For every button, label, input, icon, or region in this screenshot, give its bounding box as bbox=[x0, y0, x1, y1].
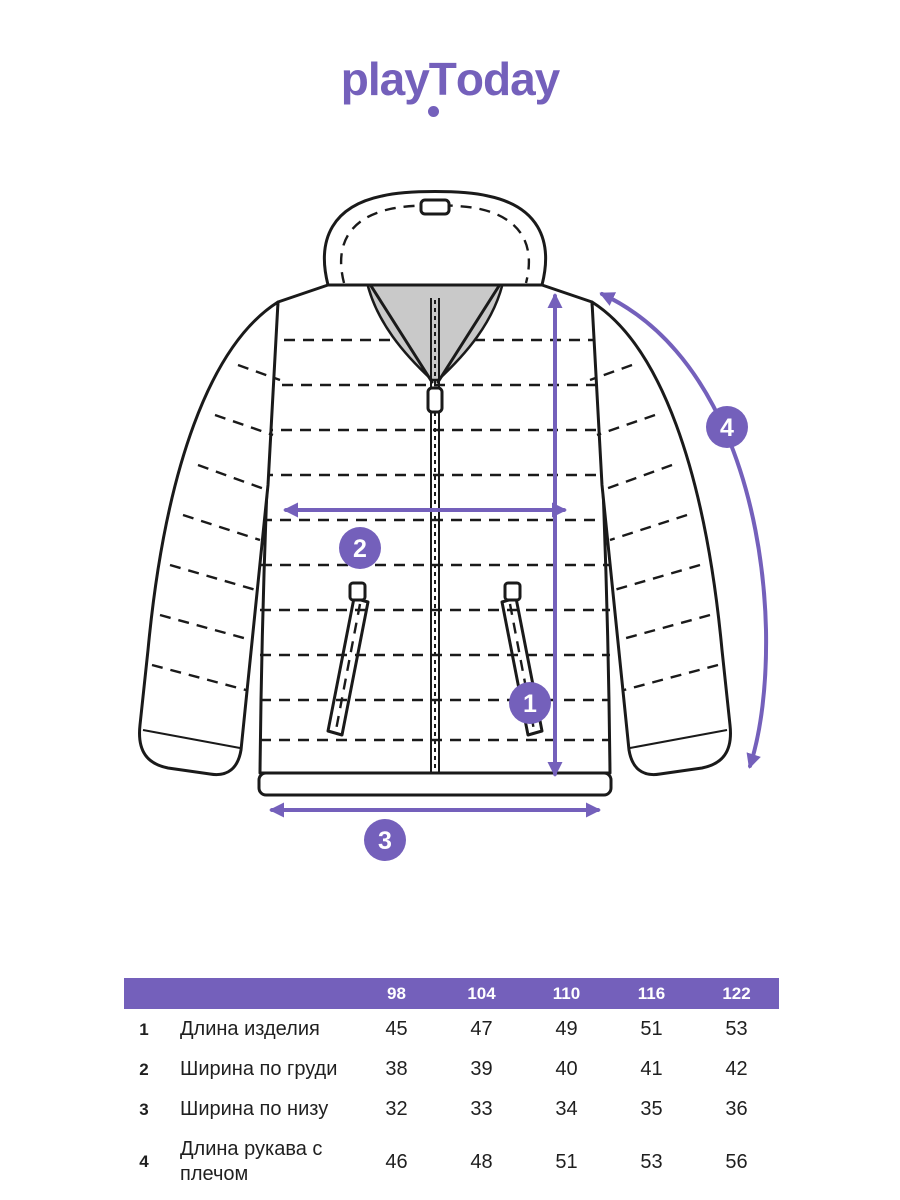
size-value: 33 bbox=[470, 1098, 493, 1120]
row-label: Длина изделия bbox=[180, 1018, 320, 1040]
size-value: 34 bbox=[555, 1098, 578, 1120]
brand-logo-part: play bbox=[340, 53, 430, 105]
size-value: 32 bbox=[385, 1098, 408, 1120]
size-table-row: 1 Длина изделия 45 47 49 51 53 bbox=[124, 1009, 779, 1049]
size-table-row: 4 Длина рукава с плечом 46 48 51 53 56 bbox=[124, 1129, 779, 1194]
size-column-header: 104 bbox=[439, 978, 524, 1009]
hood-quilt-line bbox=[339, 204, 531, 284]
brand-logo-part: oday bbox=[455, 53, 560, 105]
row-label: Длина рукава с плечом bbox=[180, 1138, 323, 1185]
size-value: 42 bbox=[725, 1058, 748, 1080]
size-column-header: 98 bbox=[354, 978, 439, 1009]
size-value: 48 bbox=[470, 1150, 493, 1173]
size-table-row: 2 Ширина по груди 38 39 40 41 42 bbox=[124, 1049, 779, 1089]
size-value: 47 bbox=[470, 1018, 493, 1040]
size-value: 45 bbox=[385, 1018, 408, 1040]
left-sleeve bbox=[138, 300, 280, 777]
svg-text:2: 2 bbox=[353, 535, 367, 563]
row-number: 1 bbox=[139, 1019, 149, 1039]
left-cuff bbox=[142, 729, 241, 749]
size-table-header-empty bbox=[124, 978, 354, 1009]
row-number: 4 bbox=[139, 1152, 149, 1171]
size-value: 36 bbox=[725, 1098, 748, 1120]
left-sleeve-quilt bbox=[151, 363, 281, 692]
brand-logo-part: T bbox=[427, 53, 457, 117]
left-pocket bbox=[326, 581, 370, 737]
size-value: 46 bbox=[385, 1150, 408, 1173]
size-value: 35 bbox=[640, 1098, 663, 1120]
size-value: 53 bbox=[640, 1150, 663, 1173]
size-column-header: 122 bbox=[694, 978, 779, 1009]
size-table-row: 3 Ширина по низу 32 33 34 35 36 bbox=[124, 1089, 779, 1129]
size-value: 53 bbox=[725, 1018, 748, 1040]
jacket-diagram: 2 1 3 4 bbox=[110, 180, 790, 890]
measure-marker-1: 1 bbox=[509, 682, 551, 724]
svg-text:4: 4 bbox=[720, 414, 734, 442]
size-column-header: 110 bbox=[524, 978, 609, 1009]
jacket-placket bbox=[364, 276, 506, 384]
size-value: 51 bbox=[555, 1150, 578, 1173]
measure-marker-2: 2 bbox=[339, 527, 381, 569]
svg-text:3: 3 bbox=[378, 827, 392, 855]
size-table-body: 1 Длина изделия 45 47 49 51 53 2 Ширина по груди… bbox=[124, 1009, 779, 1194]
row-label: Ширина по низу bbox=[180, 1098, 329, 1120]
jacket-hem bbox=[257, 771, 613, 797]
row-number: 2 bbox=[139, 1059, 149, 1079]
size-value: 56 bbox=[725, 1150, 748, 1173]
measure-arrow-4 bbox=[599, 292, 769, 769]
jacket-diagram-svg: 2 1 3 4 bbox=[138, 190, 769, 861]
size-value: 51 bbox=[640, 1018, 663, 1040]
size-value: 38 bbox=[385, 1058, 408, 1080]
brand-logo: playToday bbox=[0, 53, 900, 117]
size-column-header: 116 bbox=[609, 978, 694, 1009]
jacket-zipper bbox=[426, 298, 444, 773]
row-label: Ширина по груди bbox=[180, 1058, 338, 1080]
row-number: 3 bbox=[139, 1099, 149, 1119]
jacket-hood bbox=[323, 190, 547, 287]
hood-hanger-loop bbox=[419, 198, 451, 216]
size-value: 41 bbox=[640, 1058, 663, 1080]
measure-marker-4: 4 bbox=[706, 406, 748, 448]
measure-marker-3: 3 bbox=[364, 819, 406, 861]
size-value: 40 bbox=[555, 1058, 578, 1080]
size-value: 49 bbox=[555, 1018, 578, 1040]
size-value: 39 bbox=[470, 1058, 493, 1080]
svg-text:1: 1 bbox=[523, 690, 537, 718]
